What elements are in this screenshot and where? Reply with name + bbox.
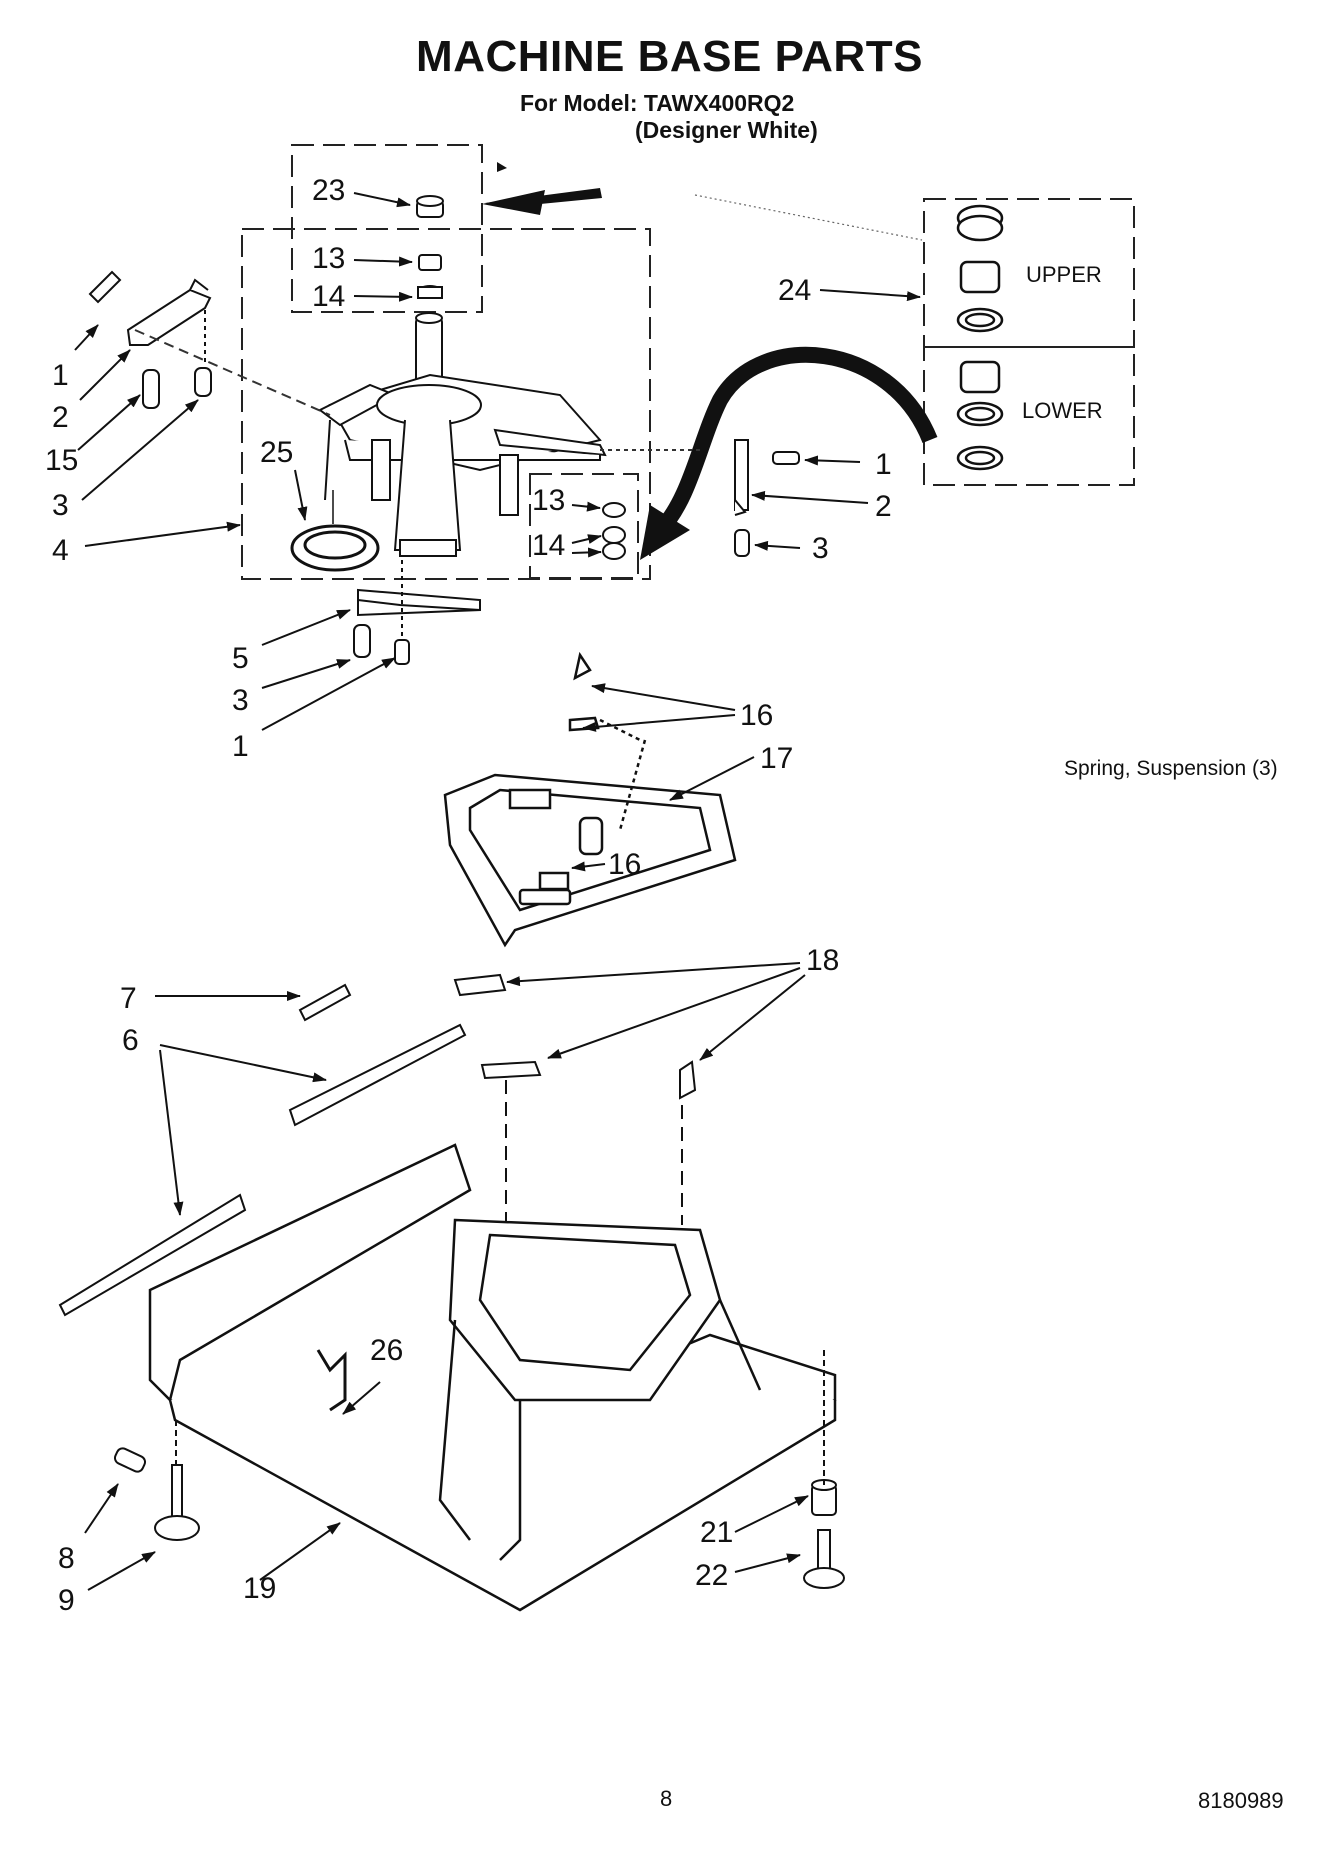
callout-9: 9	[58, 1584, 75, 1617]
callout-15: 15	[45, 444, 78, 477]
model-info: For Model: TAWX400RQ2 (Designer White)	[520, 90, 818, 144]
callout-3-lower: 3	[232, 684, 249, 717]
dashed-frames	[241, 144, 1135, 580]
callout-18: 18	[806, 944, 839, 977]
model-color: (Designer White)	[635, 117, 818, 143]
callout-8: 8	[58, 1542, 75, 1575]
leveling-feet	[113, 1350, 845, 1589]
callout-17: 17	[760, 742, 793, 775]
seal-ring-25	[290, 490, 380, 572]
callout-1: 1	[52, 359, 69, 392]
side-bearing-box	[529, 473, 639, 579]
callout-14: 14	[312, 280, 345, 313]
document-number: 8180989	[1198, 1788, 1284, 1813]
side-bearing-parts	[602, 502, 626, 560]
callout-13: 13	[312, 242, 345, 275]
callout-6: 6	[122, 1024, 139, 1057]
callout-2: 2	[52, 401, 69, 434]
callout-13-side: 13	[532, 484, 565, 517]
curved-arrow	[654, 346, 938, 536]
suspension-assembly	[318, 312, 700, 557]
callout-5: 5	[232, 642, 249, 675]
small-triangle	[497, 162, 507, 172]
clips-18	[453, 973, 697, 1340]
callout-16-lower: 16	[608, 848, 641, 881]
callout-numbers: 1 2 15 3 4 23 13 14 25 13 14 24 1 2 3 5 …	[45, 174, 1103, 1617]
right-hardware	[734, 439, 800, 557]
callout-24: 24	[778, 274, 811, 307]
callout-26: 26	[370, 1334, 403, 1367]
kit-upper-label: UPPER	[1026, 262, 1102, 287]
model-line: For Model: TAWX400RQ2	[520, 90, 795, 116]
callout-22: 22	[695, 1559, 728, 1592]
callout-19: 19	[243, 1572, 276, 1605]
leader-arrows	[74, 192, 921, 1591]
kit-24-parts	[956, 204, 1004, 471]
callout-3-right: 3	[812, 532, 829, 565]
large-pointer-arrows	[482, 162, 938, 560]
callout-25: 25	[260, 436, 293, 469]
cabinet-base-19	[148, 1143, 837, 1612]
callout-23: 23	[312, 174, 345, 207]
top-bearing-parts	[416, 195, 444, 299]
callout-7: 7	[120, 982, 137, 1015]
top-bearing-box	[291, 144, 483, 313]
lower-suspension-hardware	[353, 560, 481, 665]
outer-assembly-box	[241, 228, 651, 580]
strap-parts	[58, 983, 467, 1317]
upper-kit-box	[923, 198, 1135, 348]
callout-21: 21	[700, 1516, 733, 1549]
mounting-frame-17	[443, 651, 737, 948]
callout-1-right: 1	[875, 448, 892, 481]
callout-16: 16	[740, 699, 773, 732]
callout-3: 3	[52, 489, 69, 522]
kit-lower-label: LOWER	[1022, 398, 1103, 423]
left-hardware	[88, 270, 331, 416]
page-title: MACHINE BASE PARTS	[416, 32, 923, 81]
top-pointer-head	[482, 190, 545, 215]
callout-2-right: 2	[875, 490, 892, 523]
callout-14-side: 14	[532, 529, 565, 562]
curved-arrowhead	[640, 505, 690, 560]
page-number: 8	[660, 1786, 673, 1811]
callout-4: 4	[52, 534, 69, 567]
callout-1-lower: 1	[232, 730, 249, 763]
parts-note: Spring, Suspension (3)	[1064, 757, 1278, 780]
